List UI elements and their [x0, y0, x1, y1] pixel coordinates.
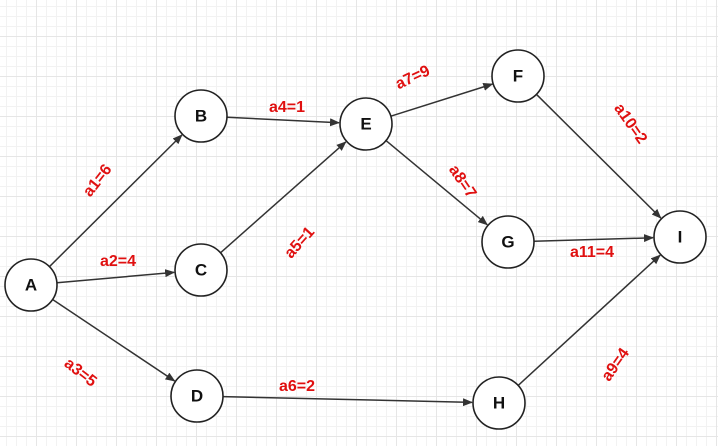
node-i: I — [653, 210, 707, 264]
node-label-d: D — [191, 386, 203, 405]
node-circle-e — [339, 97, 393, 151]
edge-label-a4: a4=1 — [269, 99, 305, 116]
edge-label-a6: a6=2 — [279, 378, 315, 395]
node-label-b: B — [195, 106, 207, 125]
edge-arrow-a4 — [226, 116, 340, 127]
node-label-g: G — [501, 232, 514, 251]
node-e: E — [339, 97, 393, 151]
node-label-a: A — [25, 275, 37, 294]
edges-layer — [48, 83, 662, 407]
edge-label-a2: a2=4 — [100, 253, 136, 270]
edge-arrow-a7 — [390, 83, 494, 117]
edge-label-a5: a5=1 — [281, 224, 318, 262]
edge-arrow-a9 — [517, 254, 661, 386]
edge-arrow-a2 — [56, 269, 176, 284]
node-a: A — [4, 258, 58, 312]
node-f: F — [491, 49, 545, 103]
node-label-f: F — [513, 66, 523, 85]
node-d: D — [170, 369, 224, 423]
node-circle-g — [481, 215, 535, 269]
node-circle-b — [174, 89, 228, 143]
node-circle-a — [4, 258, 58, 312]
node-label-h: H — [493, 393, 505, 412]
node-c: C — [174, 243, 228, 297]
node-label-c: C — [195, 260, 207, 279]
node-circle-h — [472, 376, 526, 430]
edge-arrow-a5 — [220, 141, 347, 254]
edge-arrow-a3 — [52, 298, 176, 382]
edge-label-a3: a3=5 — [61, 355, 100, 391]
edge-label-a7: a7=9 — [393, 62, 433, 93]
edge-arrow-a11 — [533, 234, 654, 243]
edge-arrow-a1 — [48, 134, 183, 268]
node-circle-f — [491, 49, 545, 103]
node-circle-c — [174, 243, 228, 297]
edge-label-a10: a10=2 — [610, 101, 650, 148]
edge-label-a11: a11=4 — [570, 244, 614, 261]
node-h: H — [472, 376, 526, 430]
nodes-layer: A B C D E F G H I — [4, 49, 707, 430]
node-label-i: I — [678, 227, 683, 246]
node-g: G — [481, 215, 535, 269]
node-label-e: E — [360, 114, 371, 133]
edge-arrow-a10 — [535, 93, 662, 219]
edge-arrow-a6 — [222, 395, 473, 407]
node-circle-d — [170, 369, 224, 423]
edge-label-a1: a1=6 — [80, 161, 116, 200]
edge-label-a9: a9=4 — [598, 345, 633, 384]
edge-label-a8: a8=7 — [445, 162, 479, 201]
node-circle-i — [653, 210, 707, 264]
node-b: B — [174, 89, 228, 143]
edge-arrow-a8 — [385, 140, 488, 226]
